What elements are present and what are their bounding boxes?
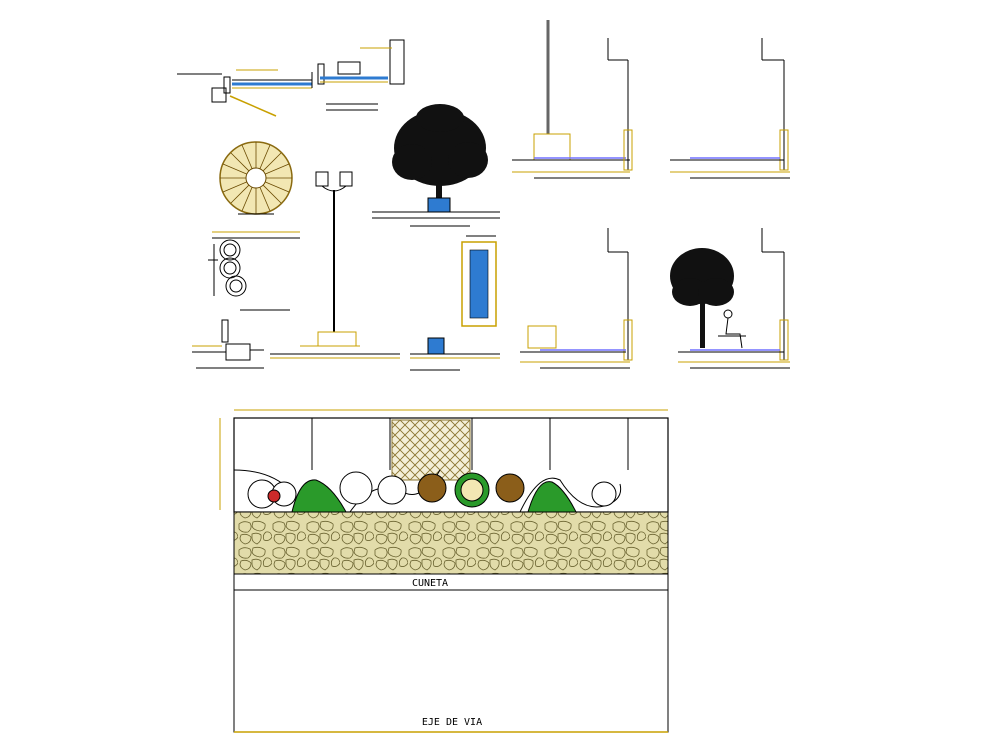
lamp-post-drawing xyxy=(270,171,400,359)
section-wall-2 xyxy=(670,38,790,179)
section-canal-drawing xyxy=(177,39,405,117)
drain-detail-drawing xyxy=(410,337,500,371)
cuneta-label: CUNETA xyxy=(412,578,448,589)
eje-de-via-label: EJE DE VIA xyxy=(422,717,482,728)
curb-detail-drawing xyxy=(192,319,264,369)
planter-box-plan xyxy=(461,235,497,327)
flower-bed-plan xyxy=(219,141,293,215)
tree-section-drawing xyxy=(372,104,500,227)
section-lamp-wall xyxy=(512,20,633,179)
section-tree-person xyxy=(670,228,790,369)
section-bench-wall xyxy=(520,228,633,369)
bench-plan-drawing xyxy=(208,231,300,311)
plan-view xyxy=(219,409,669,733)
